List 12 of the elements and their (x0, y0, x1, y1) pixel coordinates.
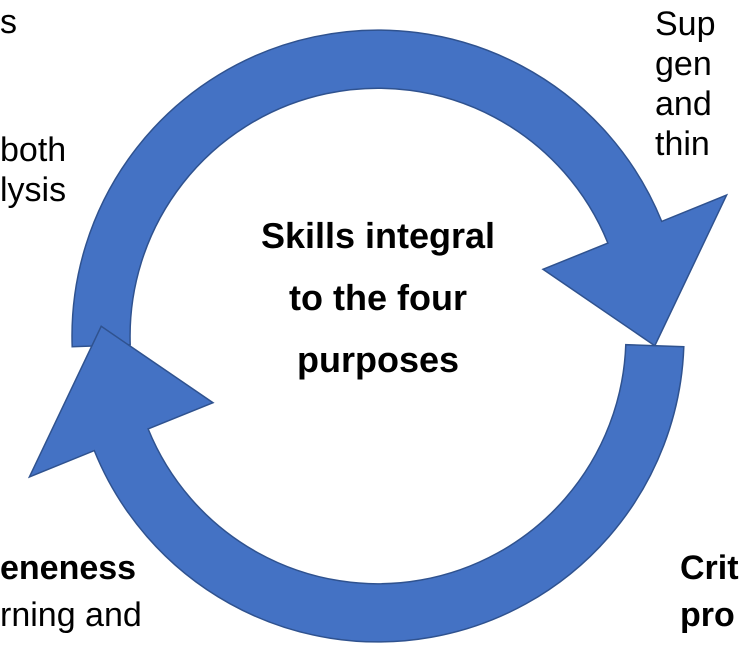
text-fragment: thin (655, 124, 711, 164)
text-fragment: eneness (0, 548, 138, 588)
text-fragment: and (655, 84, 713, 124)
center-text: Skills integral to the four purposes (260, 214, 496, 382)
text-fragment: lysis (0, 170, 68, 210)
text-fragment: s (0, 2, 18, 42)
text-fragment: Crit (680, 548, 740, 588)
text-fragment: Sup (655, 4, 716, 44)
text-fragment: gen (655, 44, 713, 84)
text-fragment: pro (680, 595, 736, 635)
text-fragment: rning and (0, 595, 143, 635)
text-fragment: both (0, 130, 68, 170)
